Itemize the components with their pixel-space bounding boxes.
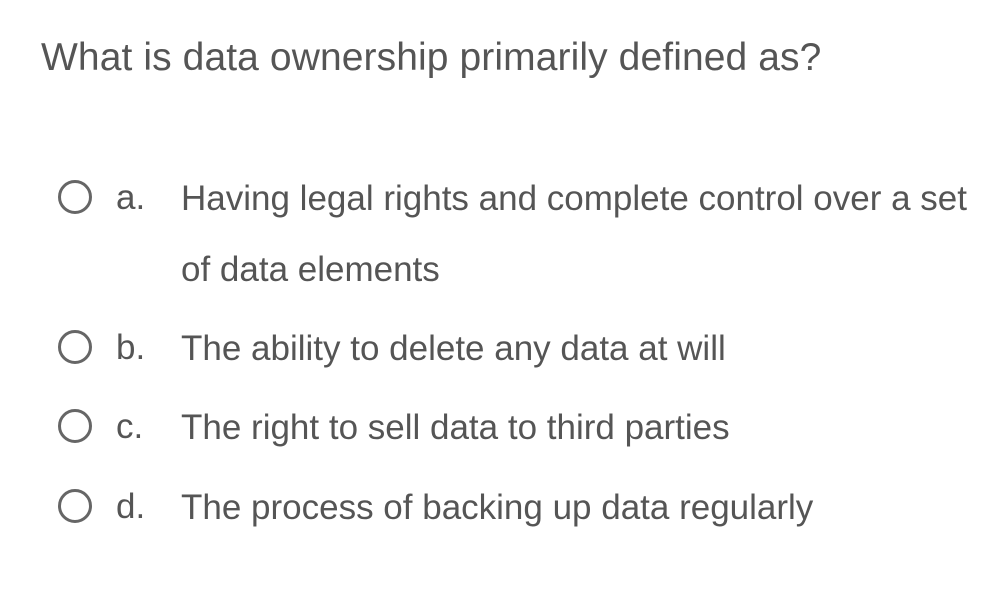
option-letter: d. [116,487,146,526]
radio-button-a[interactable] [58,180,92,214]
option-label: The process of backing up data regularly [181,488,814,527]
question-text: What is data ownership primarily defined… [41,36,822,79]
option-letter: c. [116,407,144,446]
option-label: The ability to delete any data at will [181,329,726,368]
radio-button-d[interactable] [58,489,92,523]
option-label: The right to sell data to third parties [181,408,730,447]
option-a[interactable]: a. Having legal rights and complete cont… [58,170,971,305]
option-c[interactable]: c. The right to sell data to third parti… [58,399,971,463]
radio-button-c[interactable] [58,409,92,443]
option-letter: b. [116,328,146,367]
option-label: Having legal rights and complete control… [181,179,967,289]
option-b[interactable]: b. The ability to delete any data at wil… [58,320,971,384]
option-d[interactable]: d. The process of backing up data regula… [58,479,971,543]
radio-button-b[interactable] [58,330,92,364]
option-letter: a. [116,178,146,217]
